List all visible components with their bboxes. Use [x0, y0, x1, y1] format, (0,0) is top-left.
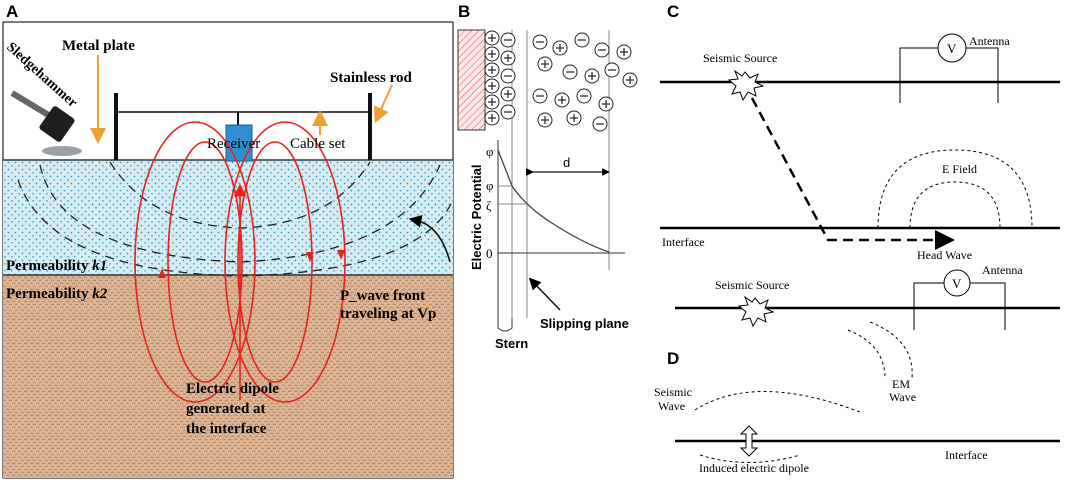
em-wave-arc-1 [847, 329, 886, 379]
d-seismic-source-label: Seismic Source [715, 278, 789, 292]
d-antenna-wire [913, 282, 1006, 330]
stern-label: Stern [495, 336, 528, 351]
p-wave-label-line2: traveling at Vp [340, 306, 436, 322]
slipping-plane-arrow [528, 277, 561, 311]
head-wave-ray [750, 97, 955, 250]
e-field-outer [877, 149, 1033, 229]
seismic-wave-label-2: Wave [658, 399, 685, 413]
c-antenna-label: Antenna [969, 34, 1010, 48]
panel-b: B Electric Potential φ φ ζ 0 d Stern Sli… [457, 2, 638, 351]
panel-d-label: D [667, 349, 679, 368]
zero-label: 0 [486, 246, 493, 261]
phi0-label: φ [486, 144, 494, 159]
c-antenna-wire [899, 47, 999, 103]
permeability-k1-label: Permeability k1 [6, 258, 107, 274]
zeta-label: ζ [486, 198, 492, 213]
e-field-label: E Field [942, 162, 977, 176]
panel-c-label: C [667, 2, 679, 21]
dipole-label-line3: the interface [186, 421, 267, 437]
stainless-rod-arrow [374, 84, 393, 124]
ions [484, 30, 638, 132]
slipping-plane-label: Slipping plane [540, 316, 629, 331]
d-voltmeter-label: V [952, 276, 962, 291]
receiver-label: Receiver [207, 136, 260, 152]
d-voltmeter-icon [943, 269, 971, 297]
c-voltmeter-icon [937, 33, 967, 63]
sledgehammer-icon [10, 90, 75, 142]
em-wave-label-1: EM [892, 377, 910, 391]
seismic-wave-label-1: Seismic [654, 385, 692, 399]
seismic-wave-arc [694, 391, 861, 413]
stern-bracket [497, 318, 513, 332]
em-wave-label-2: Wave [889, 390, 916, 404]
panel-b-label: B [458, 2, 470, 21]
stainless-rod-label: Stainless rod [330, 70, 412, 86]
dipole-label-line1: Electric dipole [186, 381, 279, 397]
panel-a: A Sledgehammer Metal plate Stainless rod… [2, 2, 454, 479]
phi-label: φ [486, 178, 494, 193]
dipole-arrow-left [158, 268, 166, 278]
d-antenna-label: Antenna [982, 263, 1023, 277]
dipole-arrow-right [306, 252, 314, 262]
induced-dipole-icon [739, 425, 759, 457]
e-field-inner [909, 181, 1001, 229]
c-voltmeter-label: V [947, 41, 957, 56]
dipole-label-line2: generated at [186, 401, 266, 417]
panel-c: C Seismic Source V Antenna E Field Inter… [660, 2, 1060, 262]
c-seismic-source-icon [727, 69, 765, 102]
d-seismic-source-icon [737, 295, 775, 328]
induced-dipole-label: Induced electric dipole [699, 461, 809, 475]
metal-plate-icon [42, 146, 82, 156]
electric-dipole-loops [134, 121, 346, 403]
p-wave-pointer-arrow [408, 214, 451, 263]
c-seismic-source-label: Seismic Source [703, 51, 777, 65]
head-wave-label: Head Wave [917, 248, 972, 262]
d-interface-label: Interface [945, 448, 988, 462]
potential-curve [497, 149, 610, 253]
seismic-wave-arc-lower [699, 454, 801, 463]
permeability-k2-label: Permeability k2 [6, 286, 108, 302]
electric-potential-label: Electric Potential [469, 165, 484, 270]
p-wave-label-line1: P_wave front [340, 288, 425, 304]
metal-plate-label: Metal plate [62, 38, 135, 54]
receiver-box [225, 124, 253, 162]
cable-set-label: Cable set [290, 136, 346, 152]
c-interface-label: Interface [662, 235, 705, 249]
charged-surface [457, 29, 486, 131]
dipole-arrow-right-outer [337, 250, 345, 260]
distance-label: d [563, 155, 570, 170]
em-wave-arc-2 [869, 321, 913, 379]
panel-a-label: A [6, 2, 18, 21]
panel-d: D Seismic Source V Antenna EM Wave Seism… [654, 263, 1060, 475]
